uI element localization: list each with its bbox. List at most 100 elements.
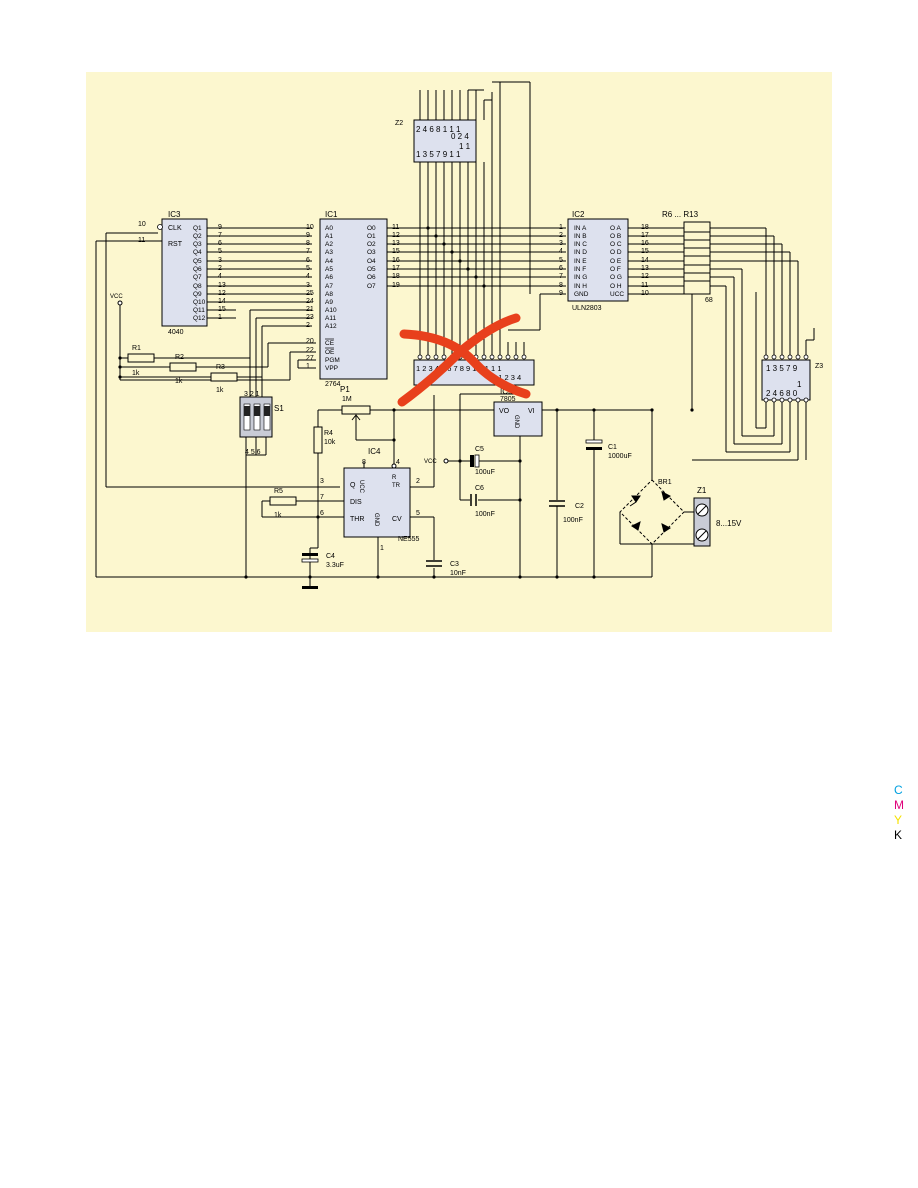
- ic1-address-pin: 24: [306, 298, 314, 305]
- ic2-output-pin: 11: [641, 282, 648, 289]
- ic1-address-pin: 2: [306, 322, 310, 329]
- ic2-input-label: IN H: [574, 283, 587, 290]
- svg-text:11: 11: [138, 237, 145, 244]
- connector-pin: [441, 354, 447, 360]
- junction-dots: [118, 226, 694, 579]
- svg-text:DIS: DIS: [350, 499, 362, 506]
- ic1-address-pin: 21: [306, 306, 314, 313]
- ic1-address-pin: 10: [306, 224, 314, 231]
- black-mark: K: [894, 828, 903, 842]
- svg-text:VO: VO: [499, 408, 510, 415]
- ic5-regulator: IC5 7805 VO VI GND: [493, 387, 543, 437]
- svg-text:3.3uF: 3.3uF: [326, 562, 344, 569]
- z3-connector: Z3 1 3 5 7 9 1 2 4 6 8 0: [761, 359, 823, 401]
- ic1-address-label: A7: [325, 283, 333, 290]
- svg-text:5: 5: [416, 510, 420, 517]
- connector-pin: [481, 354, 487, 360]
- ic2-output-pin: 16: [641, 240, 649, 247]
- ic1-data-label: O3: [367, 249, 376, 256]
- svg-text:1k: 1k: [274, 512, 282, 519]
- svg-text:8...15V: 8...15V: [716, 519, 742, 528]
- svg-text:TR: TR: [392, 483, 401, 489]
- ic3-output-label: Q9: [193, 291, 202, 298]
- svg-text:2: 2: [416, 478, 420, 485]
- ic1-data-label: O5: [367, 266, 376, 273]
- svg-text:1 2 3 4 5 6 7 8 9 1 1 1 1 1: 1 2 3 4 5 6 7 8 9 1 1 1 1 1: [416, 364, 502, 373]
- yellow-mark: Y: [894, 813, 903, 827]
- ic3-output-label: Q1: [193, 225, 202, 232]
- ic1-control-pin: 22: [306, 347, 314, 354]
- connector-pin: [521, 354, 527, 360]
- svg-text:4040: 4040: [168, 329, 184, 336]
- connector-pin: [513, 354, 519, 360]
- resistor-r2: R2 1k: [169, 354, 197, 385]
- svg-text:4: 4: [396, 459, 400, 466]
- ic2-input-pin: 7: [559, 273, 563, 280]
- svg-text:IC3: IC3: [168, 210, 181, 219]
- vcc-left: VCC: [110, 294, 123, 306]
- ic2-driver: IC2 ULN2803: [567, 210, 629, 312]
- ic1-address-label: A4: [325, 258, 333, 265]
- ic2-output-pin: 17: [641, 232, 649, 239]
- ic2-output-pin: 18: [641, 224, 649, 231]
- ic2-output-pin: 10: [641, 290, 649, 297]
- svg-text:C5: C5: [475, 446, 484, 453]
- svg-text:7805: 7805: [500, 396, 516, 403]
- svg-text:R1: R1: [132, 345, 141, 352]
- ic2-input-label: IN B: [574, 233, 587, 240]
- svg-text:100uF: 100uF: [475, 469, 495, 476]
- svg-text:R2: R2: [175, 354, 184, 361]
- svg-text:0 1 2 3 4: 0 1 2 3 4: [492, 373, 521, 382]
- ic1-control-pin: 1: [306, 363, 310, 370]
- connector-pin: [795, 397, 801, 403]
- ic1-control-label: VPP: [325, 365, 338, 372]
- svg-text:8: 8: [362, 459, 366, 466]
- ic1-address-label: A0: [325, 225, 333, 232]
- connector-pin: [771, 354, 777, 360]
- ic1-pin-labels: A010A19A28A37A46A55A64A73A825A924A1021A1…: [306, 224, 400, 372]
- resistor-r4: R4 10k: [313, 426, 336, 454]
- svg-text:VCC: VCC: [424, 459, 437, 465]
- connector-pin: [803, 397, 809, 403]
- svg-text:10k: 10k: [324, 439, 336, 446]
- connector-pin: [787, 397, 793, 403]
- svg-text:C2: C2: [575, 503, 584, 510]
- ic2-input-pin: 8: [559, 282, 563, 289]
- ic1-address-label: A10: [325, 307, 337, 314]
- ic3-pin-number: 4: [218, 273, 222, 280]
- red-cross-mark: [397, 313, 531, 407]
- ic1-address-label: A6: [325, 274, 333, 281]
- ic2-output-pin: 12: [641, 273, 649, 280]
- ic3-pin-number: 5: [218, 248, 222, 255]
- svg-text:C1: C1: [608, 444, 617, 451]
- ic1-data-pin: 19: [392, 282, 400, 289]
- ic1-data-pin: 16: [392, 257, 400, 264]
- ic1-data-label: O2: [367, 241, 376, 248]
- svg-text:1 3 5 7 9: 1 3 5 7 9: [766, 364, 798, 373]
- svg-text:IC1: IC1: [325, 210, 338, 219]
- ic1-address-pin: 3: [306, 282, 310, 289]
- capacitor-c1: C1 1000uF: [585, 439, 632, 460]
- ic1-eprom: IC1 2764: [319, 210, 388, 388]
- svg-text:CLK: CLK: [168, 225, 182, 232]
- potentiometer-p1: P1 1M: [340, 385, 371, 426]
- ic1-data-pin: 12: [392, 232, 400, 239]
- capacitor-c4: C4 3.3uF: [301, 553, 344, 589]
- svg-text:1000uF: 1000uF: [608, 453, 632, 460]
- svg-text:C6: C6: [475, 485, 484, 492]
- svg-text:0 2 4: 0 2 4: [451, 132, 469, 141]
- ic2-output-label: O D: [610, 249, 622, 256]
- ic3-pin-number: 6: [218, 240, 222, 247]
- svg-text:1: 1: [380, 545, 384, 552]
- ic3-output-label: Q12: [193, 315, 206, 322]
- svg-text:Q: Q: [350, 482, 356, 489]
- svg-text:2 4 6 8 0: 2 4 6 8 0: [766, 389, 798, 398]
- connector-pin: [779, 397, 785, 403]
- ic3-output-label: Q8: [193, 283, 202, 290]
- svg-text:7: 7: [320, 494, 324, 501]
- svg-text:100nF: 100nF: [475, 511, 495, 518]
- ic1-address-label: A11: [325, 315, 336, 322]
- ic3-output-label: Q4: [193, 249, 202, 256]
- ic2-output-label: O C: [610, 241, 622, 248]
- ic1-data-pin: 17: [392, 265, 400, 272]
